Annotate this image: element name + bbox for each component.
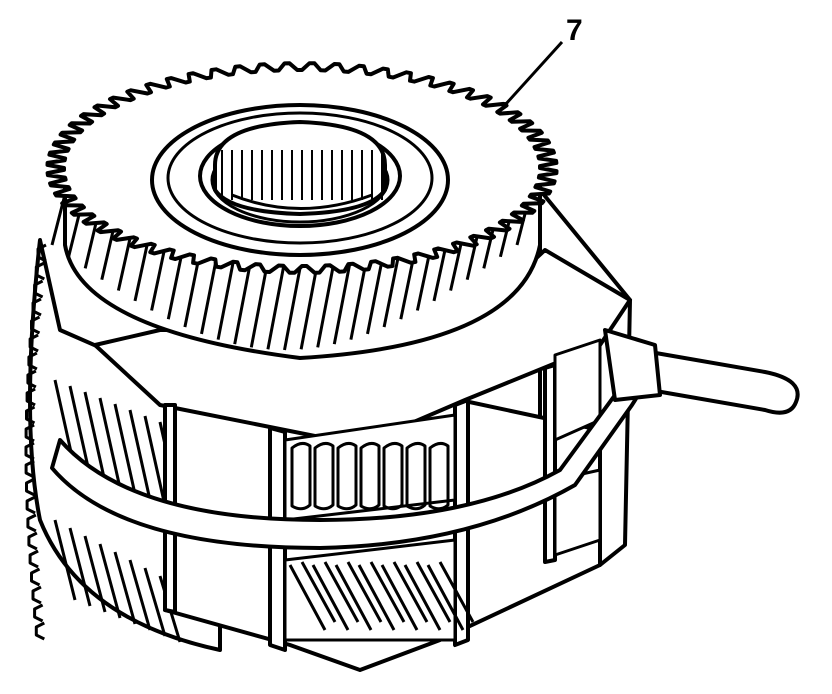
callout-leader-dot (502, 102, 508, 108)
callout-leader-line (503, 40, 564, 107)
upper-gear (45, 61, 559, 360)
strap-band (50, 328, 662, 550)
callout-7: 7 (502, 14, 583, 108)
callout-number: 7 (566, 14, 583, 47)
